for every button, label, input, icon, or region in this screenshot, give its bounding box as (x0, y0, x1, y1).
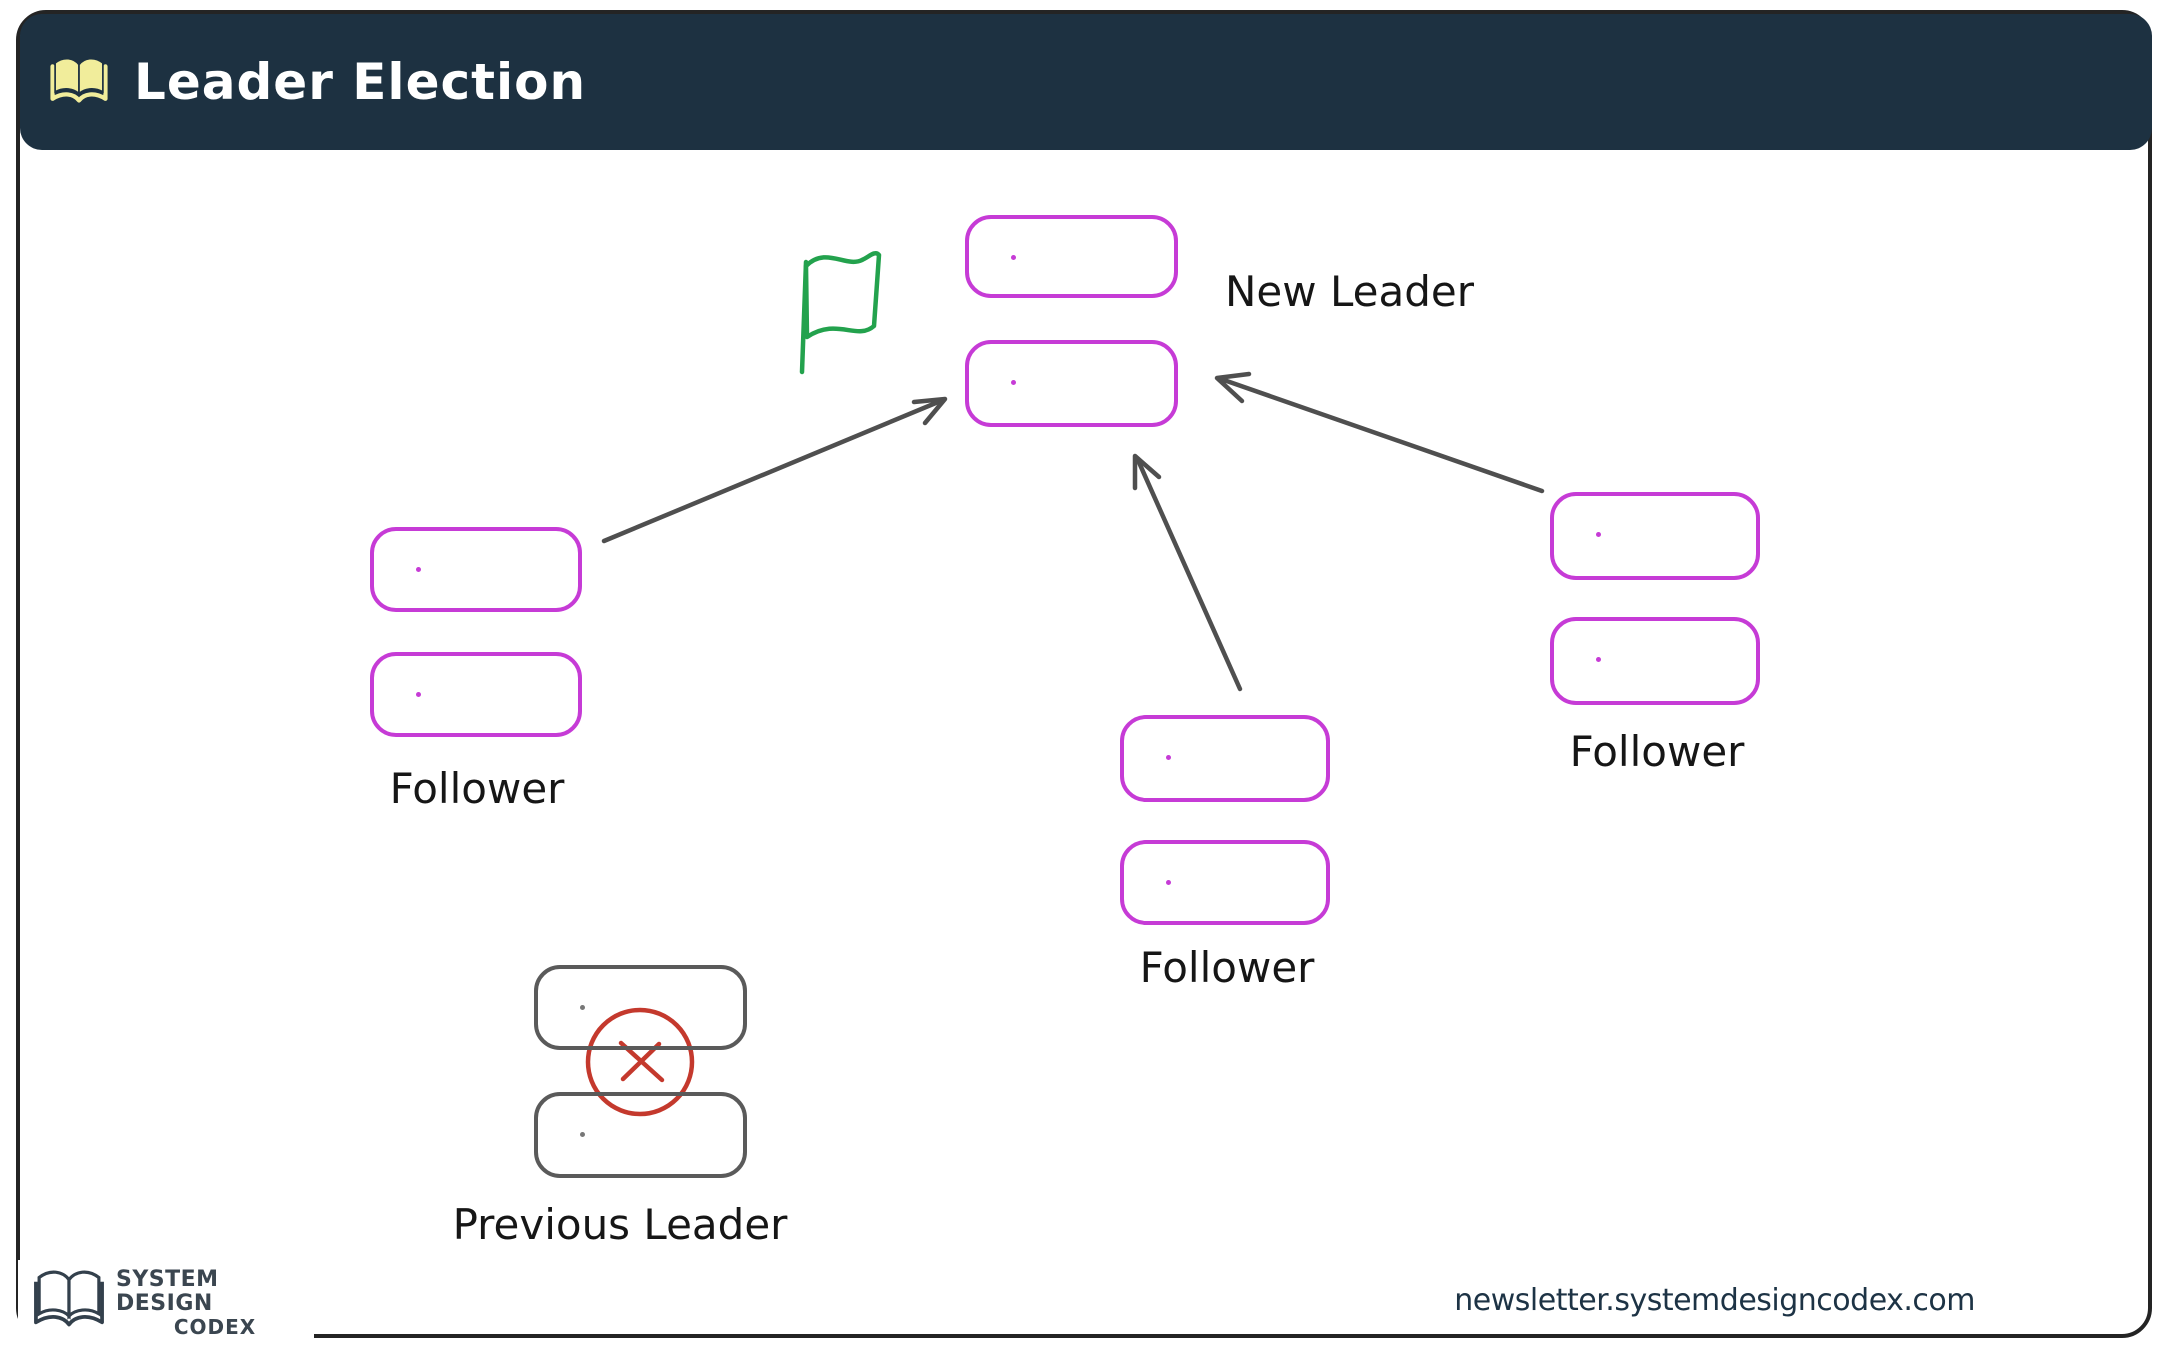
footer-website-url: newsletter.systemdesigncodex.com (1454, 1283, 1975, 1318)
follower-left-node-bottom (370, 652, 582, 737)
node-dot (1011, 380, 1016, 385)
new-leader-label: New Leader (1225, 267, 1474, 316)
follower-middle-node-top (1120, 715, 1330, 802)
previous-leader-label: Previous Leader (452, 1200, 788, 1249)
header-bar: Leader Election (20, 14, 2152, 150)
previous-leader-node-bottom (534, 1092, 747, 1178)
brand-line1: SYSTEM DESIGN (116, 1266, 219, 1316)
node-dot (1166, 880, 1171, 885)
book-icon (50, 53, 108, 111)
footer-brand-text: SYSTEM DESIGN CODEX (116, 1266, 314, 1340)
follower-middle-node-bottom (1120, 840, 1330, 925)
node-dot (1596, 532, 1601, 537)
node-dot (580, 1132, 585, 1137)
follower-right-node-bottom (1550, 617, 1760, 705)
node-dot (1011, 255, 1016, 260)
follower-middle-label: Follower (1139, 943, 1315, 992)
follower-left-node-top (370, 527, 582, 612)
node-dot (416, 692, 421, 697)
outer-frame (16, 10, 2152, 1338)
node-dot (1166, 755, 1171, 760)
book-icon (32, 1269, 106, 1337)
node-dot (416, 567, 421, 572)
page-title: Leader Election (134, 53, 587, 111)
previous-leader-node-top (534, 965, 747, 1050)
follower-left-label: Follower (389, 764, 565, 813)
follower-right-node-top (1550, 492, 1760, 580)
follower-right-label: Follower (1569, 727, 1745, 776)
node-dot (1596, 657, 1601, 662)
new-leader-node-bottom (965, 340, 1178, 427)
node-dot (580, 1005, 585, 1010)
brand-line2: CODEX (173, 1315, 257, 1340)
new-leader-node-top (965, 215, 1178, 298)
footer-logo: SYSTEM DESIGN CODEX (18, 1260, 314, 1346)
